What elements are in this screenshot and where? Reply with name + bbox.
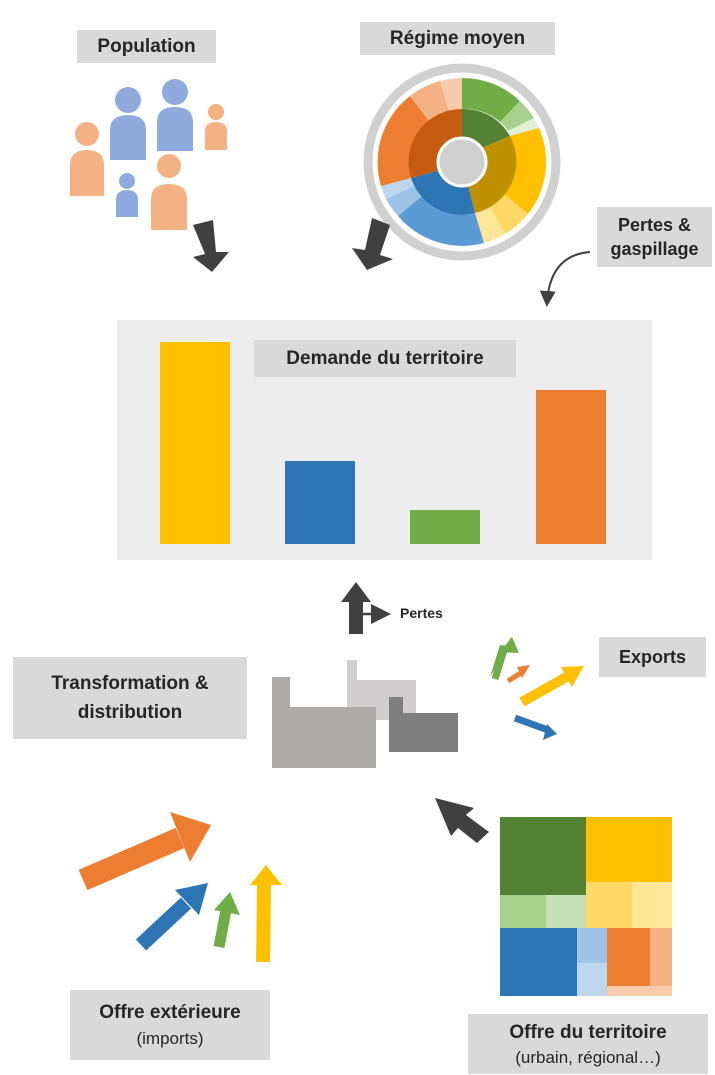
- demand-bar-2: [285, 461, 355, 544]
- demande-label: Demande du territoire: [254, 340, 516, 377]
- arrow-pertes-gaspillage: [539, 251, 591, 307]
- transformation-line1: Transformation &: [51, 673, 209, 694]
- population-icon: [70, 79, 227, 230]
- import-arrows: [78, 812, 282, 963]
- demand-bar-1: [160, 342, 230, 544]
- exports-label: Exports: [599, 637, 706, 677]
- pertes-gaspillage-line2: gaspillage: [610, 239, 699, 259]
- arrow-population-to-demand: [193, 220, 229, 272]
- offre-territoire-sub: (urbain, régional…): [515, 1048, 661, 1067]
- pertes-gaspillage-line1: Pertes &: [617, 215, 692, 235]
- transformation-label: Transformation & distribution: [13, 657, 247, 739]
- demand-bar-4: [536, 390, 606, 544]
- arrow-up-to-demand: [341, 582, 391, 634]
- offre-territoire-treemap: [500, 817, 672, 996]
- offre-exterieure-sub: (imports): [136, 1029, 204, 1048]
- arrow-regime-to-demand: [352, 218, 393, 270]
- pertes-gaspillage-label: Pertes & gaspillage: [597, 207, 712, 267]
- regime-donut-chart: [363, 63, 561, 261]
- pertes-label: Pertes: [400, 605, 443, 621]
- offre-exterieure-title: Offre extérieure: [99, 1002, 241, 1023]
- offre-territoire-label: Offre du territoire (urbain, régional…): [468, 1014, 708, 1074]
- offre-exterieure-label: Offre extérieure (imports): [70, 990, 270, 1060]
- demand-bar-chart: [117, 320, 652, 560]
- offre-territoire-title: Offre du territoire: [509, 1022, 667, 1043]
- export-arrows: [490, 637, 584, 740]
- demand-panel: Demande du territoire: [117, 320, 652, 560]
- arrow-offre-to-transformation: [435, 798, 489, 843]
- demand-bar-3: [410, 510, 480, 544]
- factory-icon: [272, 660, 458, 768]
- transformation-line2: distribution: [77, 702, 183, 723]
- regime-label: Régime moyen: [360, 22, 555, 55]
- population-label: Population: [77, 30, 216, 63]
